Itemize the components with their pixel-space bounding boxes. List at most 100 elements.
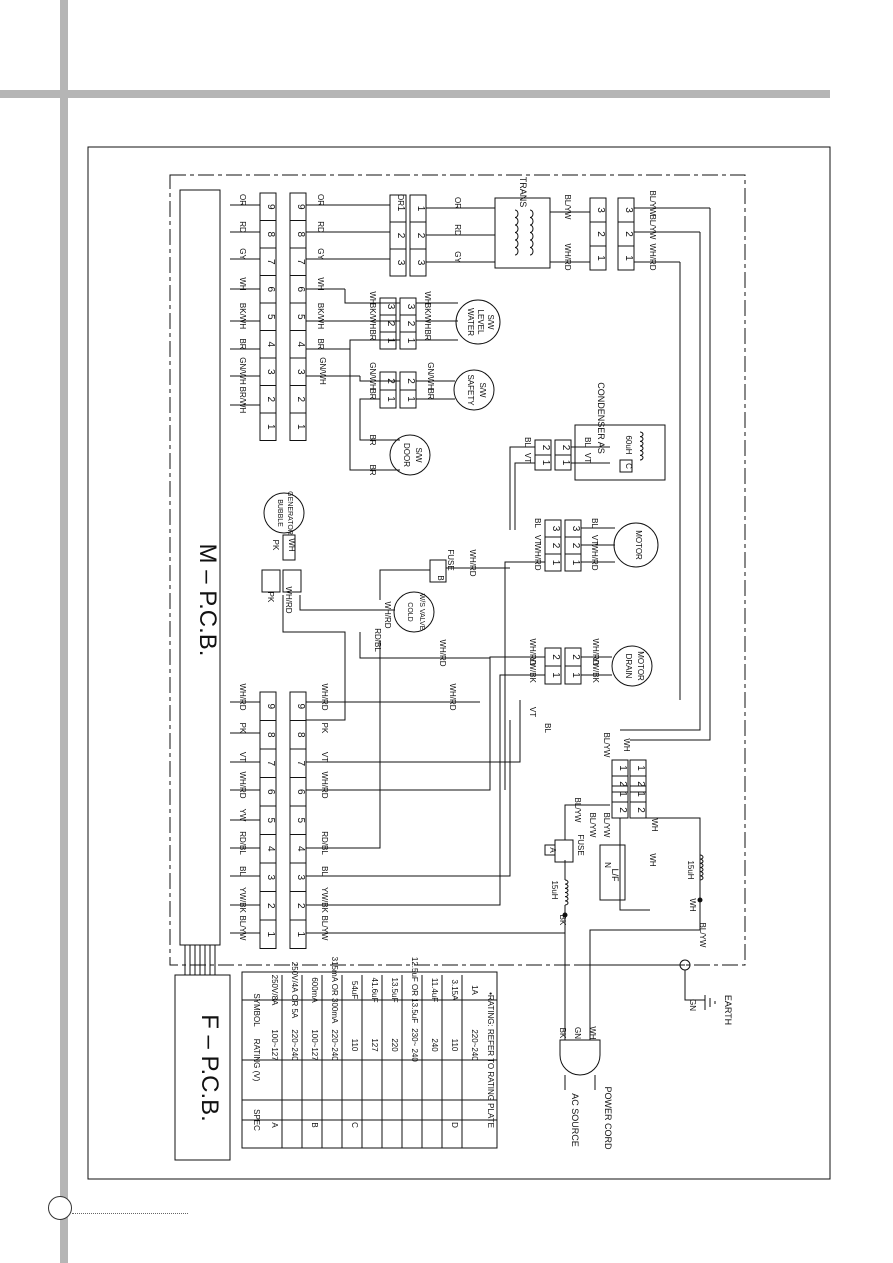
safety-switch	[453, 369, 495, 411]
condenser-coil	[639, 431, 644, 461]
upper-wire-label-right: BR	[316, 338, 325, 349]
spec-table-dividers	[242, 999, 497, 1121]
lf-wire-label: WH	[648, 853, 657, 867]
drain-motor-label: DRAIN	[624, 654, 633, 679]
page-header-bar	[0, 90, 830, 98]
water-level-label: LEVEL	[476, 310, 485, 335]
earth-label: EARTH	[723, 995, 733, 1025]
fuse-b-tag: B	[436, 575, 445, 580]
water-level-label: S/W	[486, 314, 495, 330]
lf-wire-label: BL/YW	[588, 813, 597, 838]
trans-conn-b-pin: 1	[415, 206, 426, 212]
condenser-box	[574, 424, 666, 481]
trans-out-conn-a	[589, 197, 607, 271]
spec-cell-spec: 3.15A	[450, 980, 459, 1002]
plug-label: GN	[573, 1027, 582, 1039]
upper-header-left-pin: 4	[265, 341, 276, 347]
upper-header-left	[259, 192, 277, 441]
lower-wire-label-left: WH/RD	[238, 683, 247, 710]
drain-conn-a-pin: 2	[550, 654, 561, 660]
capacitor-c	[619, 459, 633, 473]
main-pcb-title: M – P.C.B.	[194, 544, 221, 657]
water-level-conn-a	[379, 297, 397, 350]
coil-15uh-right	[699, 854, 704, 881]
upper-wire-label-left: BR/WH	[238, 387, 247, 414]
valve-wire-label: WH/RD	[438, 639, 447, 666]
bubble-conn-c	[282, 569, 302, 593]
lower-header-left-pin: 4	[265, 846, 276, 852]
trans-far-label: BL/YW	[648, 215, 657, 240]
water-level-wire-label: WH	[423, 291, 432, 305]
lower-wire-label-left: PK	[238, 723, 247, 734]
lower-header-left-pin: 3	[265, 874, 276, 880]
spec-cell-spec: 250V/4A OR 5A	[290, 962, 299, 1019]
trans-out-conn-b-pin: 2	[623, 231, 634, 237]
spec-cell-rating: 100~127	[270, 1029, 279, 1061]
upper-wire-label-left: RD	[238, 221, 247, 233]
spec-cell-spec: 250V/8A	[270, 975, 279, 1006]
drain-wire-label: WH/RD	[528, 638, 537, 665]
trans-out-conn-a-pin: 1	[595, 255, 606, 261]
spec-header: SPEC	[252, 1109, 261, 1131]
cond-conn-b-pin: 2	[560, 445, 571, 451]
spec-note: •RATING: REFER TO RATING PLATE	[486, 992, 495, 1128]
relay-conn-d-pin: 1	[635, 791, 646, 797]
relay-conn-a-pin: 1	[617, 765, 628, 771]
trans-conn-a	[389, 194, 407, 277]
diagram-frame	[87, 146, 831, 1180]
motor-wire-label: VT	[533, 535, 542, 545]
trans-left-label: RD	[453, 224, 462, 236]
upper-wire-label-left: BK/WH	[238, 303, 247, 329]
motor-conn-b-pin: 3	[570, 526, 581, 532]
page-side-bar	[60, 0, 68, 1263]
line-filter-n: N	[603, 862, 612, 868]
motor-conn-a-pin: 2	[550, 543, 561, 549]
lower-header-left-pin: 6	[265, 789, 276, 795]
lower-wire-label-right: BL/YW	[320, 916, 329, 941]
transformer-body	[494, 197, 551, 269]
trans-label: TRANS	[518, 177, 528, 208]
wh-junction-label: WH	[688, 898, 697, 912]
lower-wire-label-left: YW	[238, 809, 247, 822]
drain-wire-label: YW/BK	[528, 657, 537, 683]
spec-cell-rating: 220~240	[470, 1029, 479, 1061]
lower-header-right-pin: 4	[295, 846, 306, 852]
lower-wire-label-left: VT	[238, 752, 247, 762]
water-level-conn-b-pin: 3	[405, 304, 416, 310]
motor-conn-b-pin: 1	[570, 560, 581, 566]
safety-conn-b-pin: 1	[405, 396, 416, 402]
cond-label: VT	[523, 453, 532, 463]
gn-label: GN	[688, 999, 697, 1011]
bubble-label: GENERATOR	[286, 491, 293, 535]
lower-wire-label-right: WH/RD	[448, 683, 457, 710]
wire	[306, 720, 511, 877]
bubble-wire-label: WH/RD	[284, 586, 293, 613]
wire	[630, 208, 711, 741]
upper-header-right	[289, 192, 307, 441]
spec-cell-spec: 1A	[470, 985, 479, 995]
fuse-b-label: FUSE	[446, 549, 455, 570]
lower-header-left-pin: 5	[265, 817, 276, 823]
drain-wire-label: YW/BK	[591, 657, 600, 683]
water-level-conn-a-pin: 1	[385, 338, 396, 344]
motor-conn-a	[544, 519, 562, 572]
page-number-circle	[48, 1196, 72, 1220]
upper-header-right-pin: 5	[295, 314, 306, 320]
spec-cell-rating: 240	[430, 1038, 439, 1052]
coil-15uh-right-label: 15uH	[686, 860, 695, 879]
spec-cell-spec: 600mA	[310, 977, 319, 1003]
water-level-label: WATER	[466, 308, 475, 336]
safety-wire-label: BR	[426, 388, 435, 399]
trans-out-conn-a-pin: 2	[595, 231, 606, 237]
spec-cell-rating: 110	[350, 1039, 359, 1052]
wire	[299, 595, 395, 611]
lower-header-right-pin: 6	[295, 789, 306, 795]
cold-valve	[393, 591, 435, 633]
wire	[504, 561, 545, 790]
drain-conn-b-pin: 1	[570, 672, 581, 678]
mid-bl-label: BL	[543, 723, 552, 733]
spec-cell-rating: 110	[450, 1039, 459, 1052]
upper-header-right-pin: 8	[295, 231, 306, 237]
upper-header-right-pin: 7	[295, 259, 306, 265]
